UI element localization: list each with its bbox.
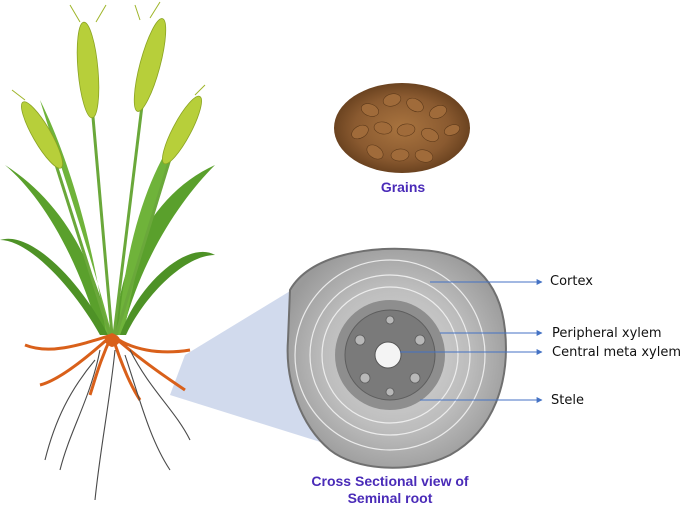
wheat-plant	[0, 1, 215, 501]
root-cross-section	[286, 247, 507, 469]
grains-image	[334, 83, 470, 173]
cross-section-caption-line2: Seminal root	[347, 490, 433, 506]
peripheral-xylem-label: Peripheral xylem	[552, 326, 662, 341]
label-arrows	[400, 279, 543, 403]
cross-section-caption-line1: Cross Sectional view of	[311, 473, 469, 489]
grains-caption: Grains	[380, 179, 426, 195]
central-meta-xylem-label: Central meta xylem	[552, 345, 681, 360]
cortex-label: Cortex	[550, 274, 593, 289]
stele-label: Stele	[551, 393, 584, 408]
